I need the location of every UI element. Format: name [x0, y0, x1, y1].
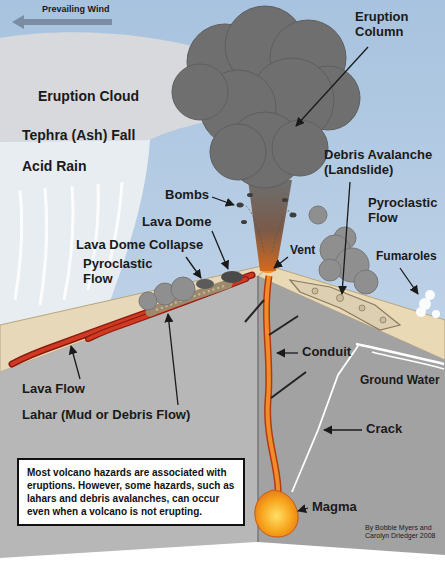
- pyroclastic-puff: [309, 206, 327, 224]
- debris-lumps: [312, 288, 386, 323]
- ash-puff: [172, 64, 228, 120]
- leader-line: [324, 429, 362, 430]
- bomb: [237, 203, 244, 208]
- hazard-label: Pyroclastic Flow: [83, 257, 158, 287]
- bomb-path: [272, 211, 293, 252]
- pyroclastic-puff: [171, 277, 195, 301]
- hazard-label: Eruption Column: [355, 10, 425, 40]
- lava-flow: [12, 275, 252, 364]
- leader-line: [277, 352, 298, 353]
- dike: [269, 316, 298, 335]
- hazard-label: Prevailing Wind: [42, 4, 109, 14]
- conduit-core: [266, 276, 278, 496]
- hazard-label: Fumaroles: [376, 250, 437, 264]
- conduit: [266, 276, 278, 496]
- ground-water: [372, 352, 444, 369]
- lava-flow: [88, 279, 246, 339]
- crack: [292, 346, 358, 492]
- tephra-streak: [40, 188, 47, 305]
- ash-puff: [272, 120, 328, 176]
- leader-line: [298, 508, 308, 511]
- hazard-label: Vent: [290, 244, 315, 258]
- hazard-label: Eruption Cloud: [38, 88, 139, 104]
- dike: [245, 300, 264, 322]
- dome-collapse-rubble: [196, 279, 214, 289]
- hazard-label: Lava Dome: [142, 215, 211, 230]
- cross-section-left: [0, 276, 258, 563]
- debris-lump: [359, 305, 365, 311]
- hazard-label: Lava Flow: [22, 382, 85, 397]
- debris-lump: [337, 295, 344, 302]
- pyroclastic-flow-left: [139, 277, 195, 310]
- magma-chamber: [255, 490, 298, 537]
- hazard-label: Debris Avalanche (Landslide): [324, 148, 439, 178]
- pyroclastic-puff: [354, 270, 378, 294]
- bomb: [247, 193, 253, 197]
- hazard-label: Lahar (Mud or Debris Flow): [22, 408, 190, 423]
- tephra-streak: [15, 190, 22, 300]
- wind-arrow: [12, 15, 112, 29]
- hazard-label: Lava Dome Collapse: [76, 238, 203, 253]
- debris-avalanche: [290, 280, 400, 330]
- note-box: Most volcano hazards are associated with…: [17, 458, 245, 526]
- hazard-label: Ground Water: [360, 374, 440, 388]
- hazard-label: Magma: [312, 500, 357, 515]
- hazard-label: Pyroclastic Flow: [368, 196, 443, 226]
- fumarole-steam: [432, 310, 440, 318]
- leader-line: [296, 47, 368, 126]
- leader-line: [342, 182, 350, 294]
- bomb: [290, 213, 297, 218]
- pyroclastic-puff: [319, 259, 341, 281]
- eruption-column-stem: [248, 180, 292, 271]
- debris-lump: [312, 288, 318, 294]
- block-base: [0, 542, 445, 563]
- lava-dome: [221, 271, 243, 283]
- bomb: [282, 198, 288, 202]
- lava-flow: [12, 275, 252, 364]
- debris-lump: [380, 317, 386, 323]
- bomb: [241, 220, 247, 224]
- leader-line: [186, 257, 201, 278]
- dikes: [245, 300, 306, 398]
- lava-flow: [88, 279, 246, 339]
- hazard-label: Acid Rain: [22, 158, 87, 174]
- hazard-label: Conduit: [302, 345, 351, 360]
- hazard-label: Bombs: [165, 188, 209, 203]
- leader-line: [400, 268, 418, 294]
- ground-water: [356, 344, 444, 364]
- fumarole-steam: [425, 290, 435, 300]
- leader-line: [168, 314, 178, 405]
- pyroclastic-puff: [139, 292, 157, 310]
- leader-line: [274, 257, 288, 268]
- tephra-streak: [64, 186, 73, 300]
- hazard-label: By Bobbie Myers and Carolyn Driedger 200…: [365, 524, 440, 541]
- leader-lines: [71, 47, 418, 511]
- ash-puff: [210, 124, 266, 180]
- hazard-label: Crack: [366, 422, 402, 437]
- note-text: Most volcano hazards are associated with…: [27, 466, 235, 518]
- leader-line: [71, 346, 80, 379]
- leader-line: [212, 231, 228, 269]
- bombs: [237, 193, 297, 224]
- bomb-path: [240, 205, 264, 252]
- dike: [271, 372, 306, 398]
- leader-line: [212, 197, 234, 205]
- hazard-label: Tephra (Ash) Fall: [22, 127, 135, 143]
- fumaroles: [416, 290, 440, 318]
- bomb-paths: [240, 205, 293, 252]
